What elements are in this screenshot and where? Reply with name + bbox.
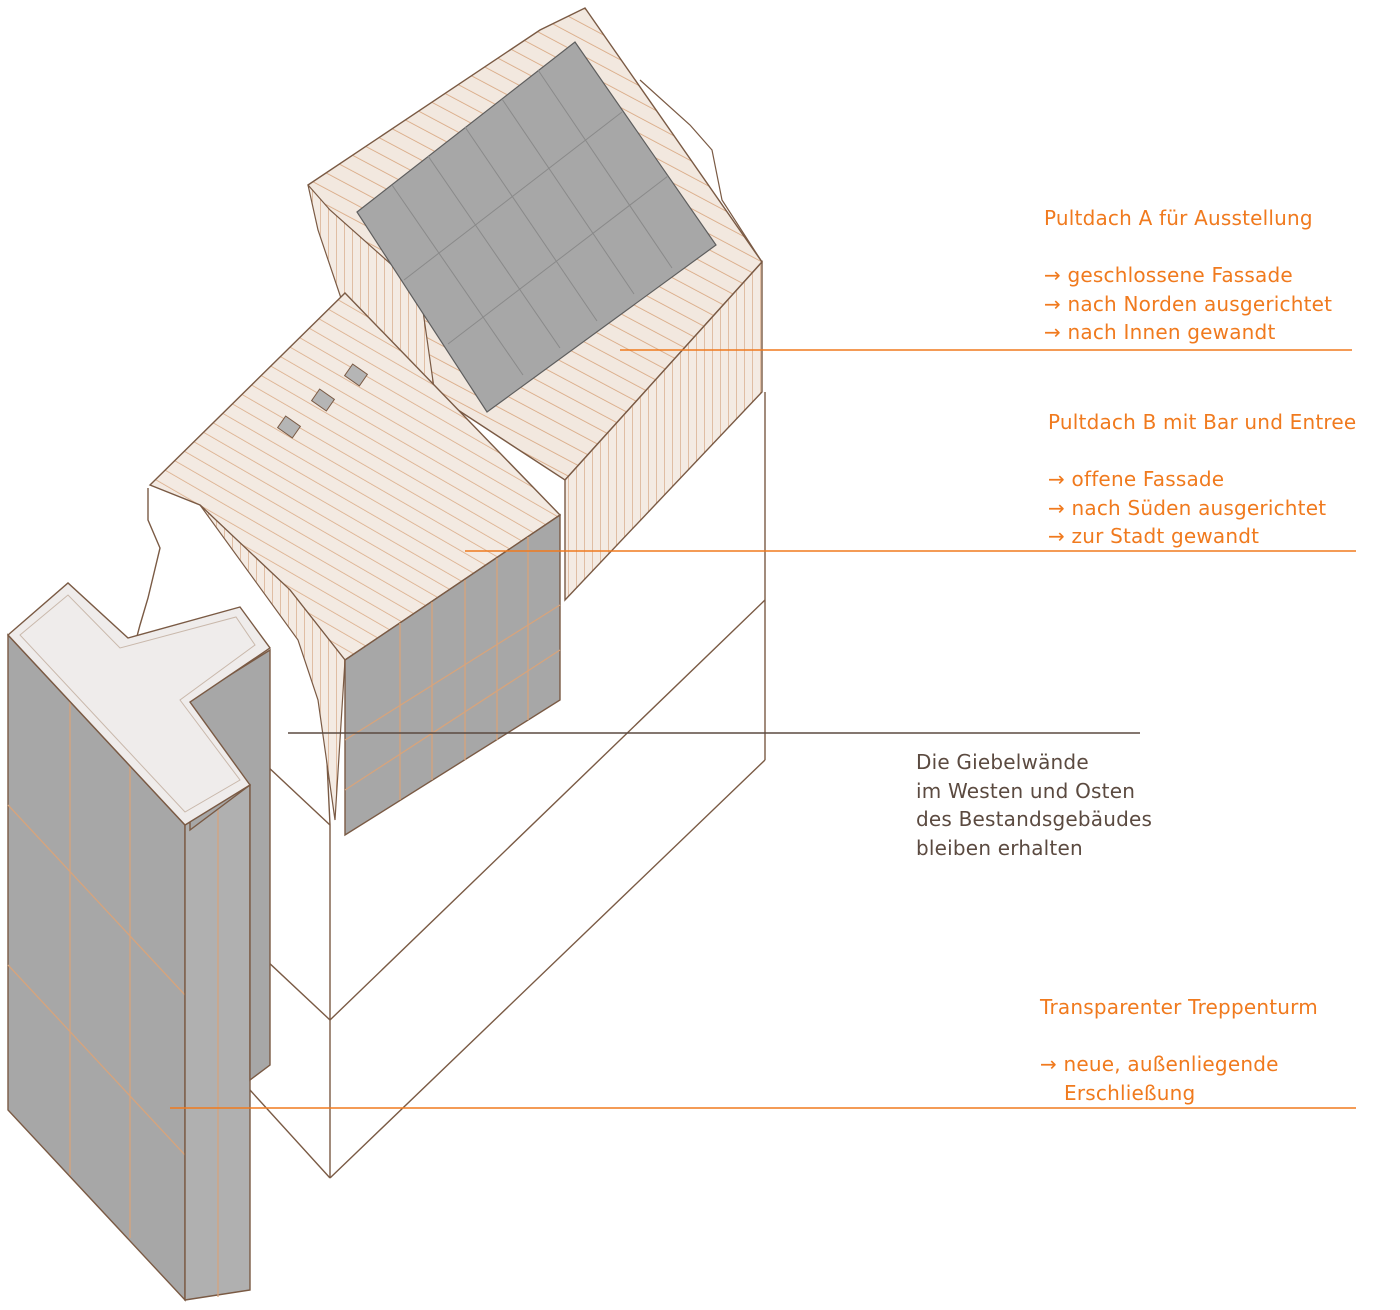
skylight-icon <box>310 388 336 412</box>
annotation-title: Pultdach A für Ausstellung <box>1044 206 1313 230</box>
roof-b-glass-facade <box>344 513 561 837</box>
annotation-bullet: Erschließung <box>1064 1080 1196 1105</box>
annotation-gable-walls: Die Giebelwände im Westen und Osten des … <box>916 748 1152 862</box>
annotation-bullet: → nach Süden ausgerichtet <box>1048 495 1327 520</box>
annotation-title: Pultdach B mit Bar und Entree <box>1048 410 1357 434</box>
annotation-roof-b: Pultdach B mit Bar und Entree → offene F… <box>1048 408 1356 551</box>
roof-a <box>307 7 763 602</box>
annotation-stair-tower: Transparenter Treppenturm → neue, außenl… <box>1040 993 1318 1107</box>
annotation-bullet: → neue, außenliegende <box>1040 1052 1279 1076</box>
annotation-bullet: → geschlossene Fassade <box>1044 263 1293 287</box>
solar-panel-array <box>356 41 717 413</box>
roof-b <box>148 292 562 837</box>
annotation-line: bleiben erhalten <box>916 835 1083 860</box>
annotation-bullet: → nach Norden ausgerichtet <box>1044 291 1333 316</box>
annotation-bullet: → offene Fassade <box>1048 467 1225 491</box>
annotation-bullet: → nach Innen gewandt <box>1044 320 1276 344</box>
stair-tower <box>6 582 271 1302</box>
skylight-icon <box>276 415 302 439</box>
skylight-icon <box>343 363 369 387</box>
annotation-line: Die Giebelwände <box>916 750 1089 774</box>
annotation-bullet: → zur Stadt gewandt <box>1048 524 1260 548</box>
annotation-line: des Bestandsgebäudes <box>916 807 1153 831</box>
annotation-roof-a: Pultdach A für Ausstellung → geschlossen… <box>1044 204 1332 347</box>
leader-lines <box>170 349 1356 1109</box>
annotation-title: Transparenter Treppenturm <box>1040 995 1318 1019</box>
annotation-line: im Westen und Osten <box>916 778 1136 803</box>
